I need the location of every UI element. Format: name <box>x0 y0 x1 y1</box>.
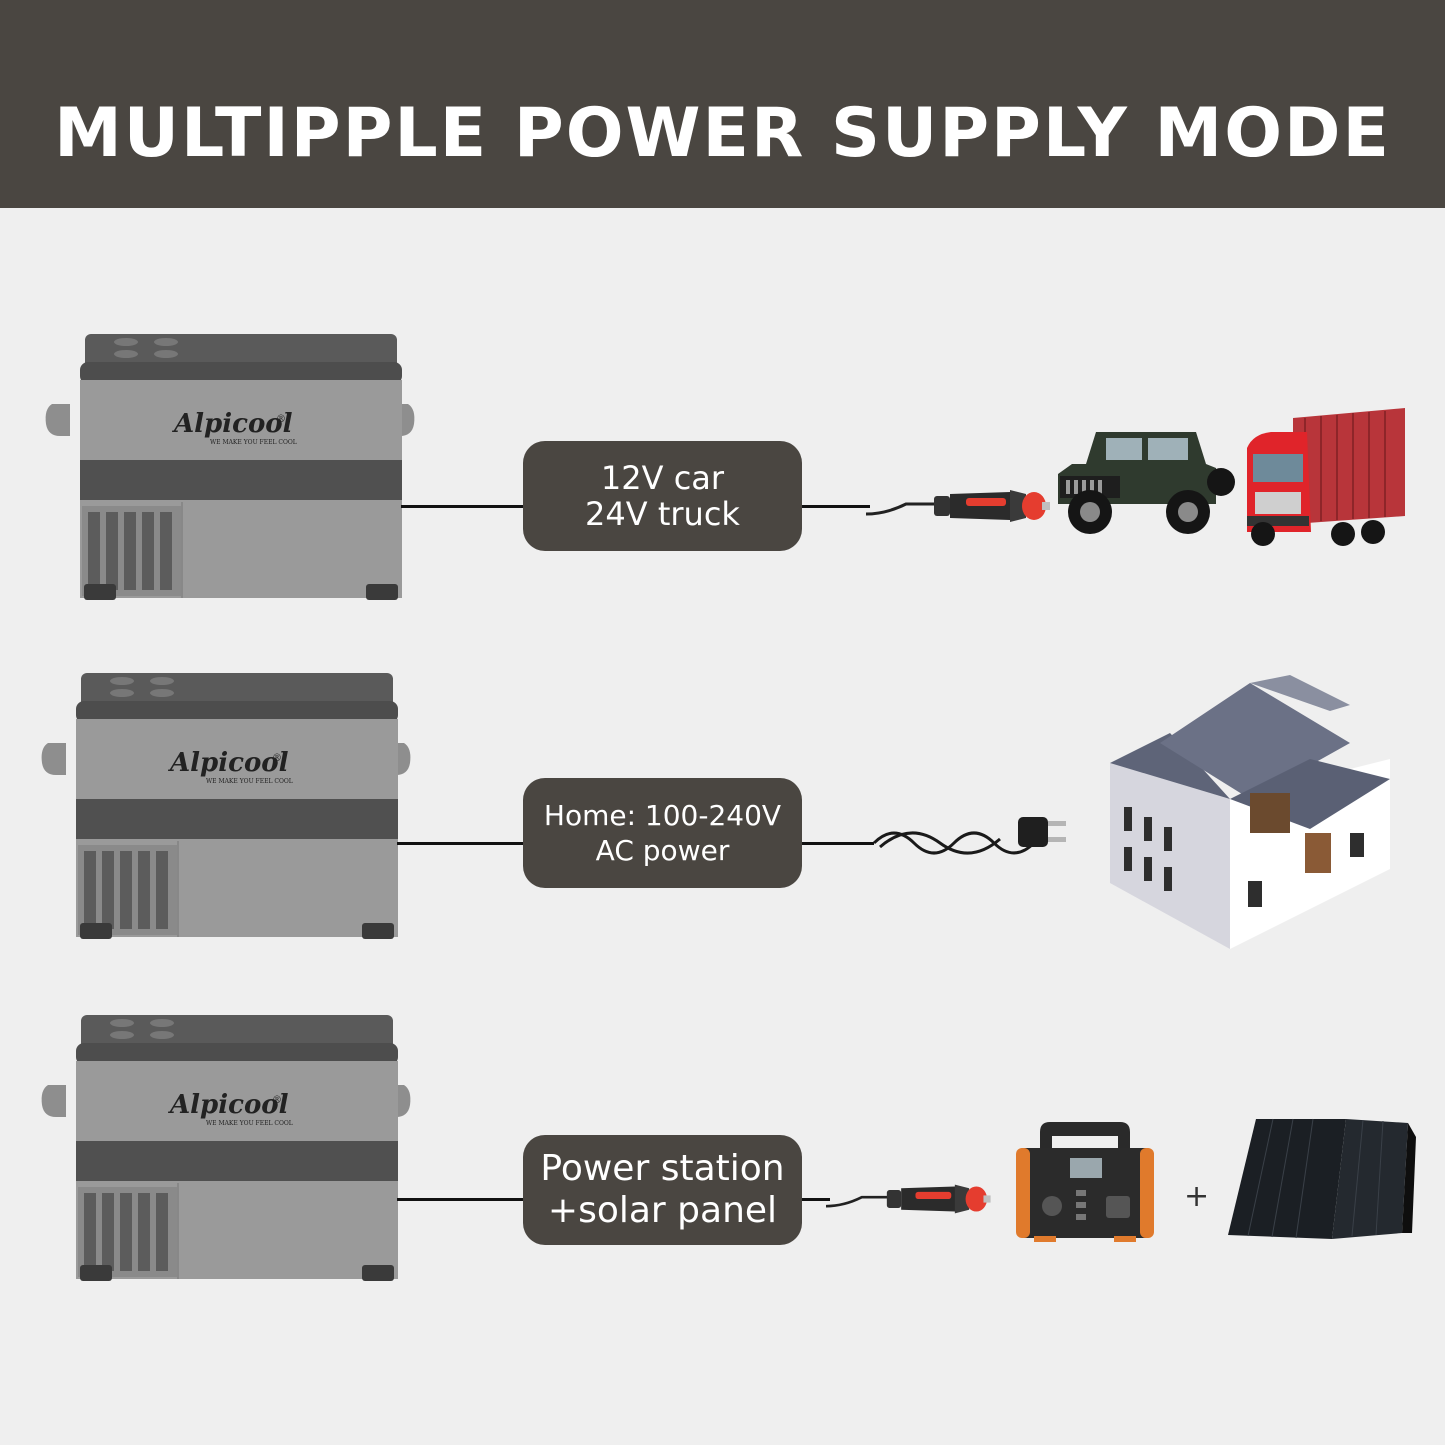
mode-label-line2: +solar panel <box>547 1190 778 1231</box>
power-cable <box>802 842 874 845</box>
power-mode-row-home: Alpicool ® WE MAKE YOU FEEL COOL Home: 1… <box>0 673 1445 973</box>
mode-label-car: 12V car 24V truck <box>523 441 802 551</box>
brand-slogan: WE MAKE YOU FEEL COOL <box>210 439 297 446</box>
power-mode-row-car: Alpicool ® WE MAKE YOU FEEL COOL 12V car… <box>0 334 1445 634</box>
brand-logo: Alpicool <box>167 748 289 778</box>
house-icon <box>1110 675 1390 949</box>
brand-slogan: WE MAKE YOU FEEL COOL <box>206 778 293 785</box>
brand-logo: Alpicool <box>167 1090 289 1120</box>
solar-panel-icon <box>1228 1118 1416 1239</box>
ac-plug-icon <box>872 817 1066 855</box>
power-cable <box>397 1198 524 1201</box>
power-station-icon <box>1016 1122 1154 1242</box>
power-cable <box>397 842 524 845</box>
header-banner: MULTIPPLE POWER SUPPLY MODE <box>0 0 1445 208</box>
mode-label-line2: AC power <box>595 834 730 867</box>
cigarette-plug-icon <box>826 1183 992 1215</box>
power-mode-row-station: Alpicool ® WE MAKE YOU FEEL COOL Power s… <box>0 1015 1445 1315</box>
truck-icon <box>1247 408 1405 546</box>
mode-label-line1: Power station <box>540 1148 785 1189</box>
fridge-image: Alpicool ® WE MAKE YOU FEEL COOL <box>40 1015 412 1282</box>
plus-sign: + <box>1184 1179 1210 1214</box>
mode-label-line1: 12V car <box>600 459 725 497</box>
brand-trademark: ® <box>272 753 282 764</box>
cigarette-plug-icon <box>866 488 1052 524</box>
mode-label-line1: Home: 100-240V <box>543 799 782 832</box>
brand-trademark: ® <box>272 1095 282 1106</box>
page-title: MULTIPPLE POWER SUPPLY MODE <box>54 94 1391 173</box>
brand-logo: Alpicool <box>171 409 293 439</box>
mode-label-line2: 24V truck <box>585 495 740 533</box>
fridge-image: Alpicool ® WE MAKE YOU FEEL COOL <box>44 334 416 601</box>
brand-trademark: ® <box>276 414 286 425</box>
mode-label-station: Power station +solar panel <box>523 1135 802 1245</box>
power-cable <box>802 1198 830 1201</box>
power-cable <box>401 505 524 508</box>
mode-label-home: Home: 100-240V AC power <box>523 778 802 888</box>
fridge-image: Alpicool ® WE MAKE YOU FEEL COOL <box>40 673 412 940</box>
brand-slogan: WE MAKE YOU FEEL COOL <box>206 1120 293 1127</box>
jeep-icon <box>1058 432 1235 534</box>
power-cable <box>802 505 870 508</box>
